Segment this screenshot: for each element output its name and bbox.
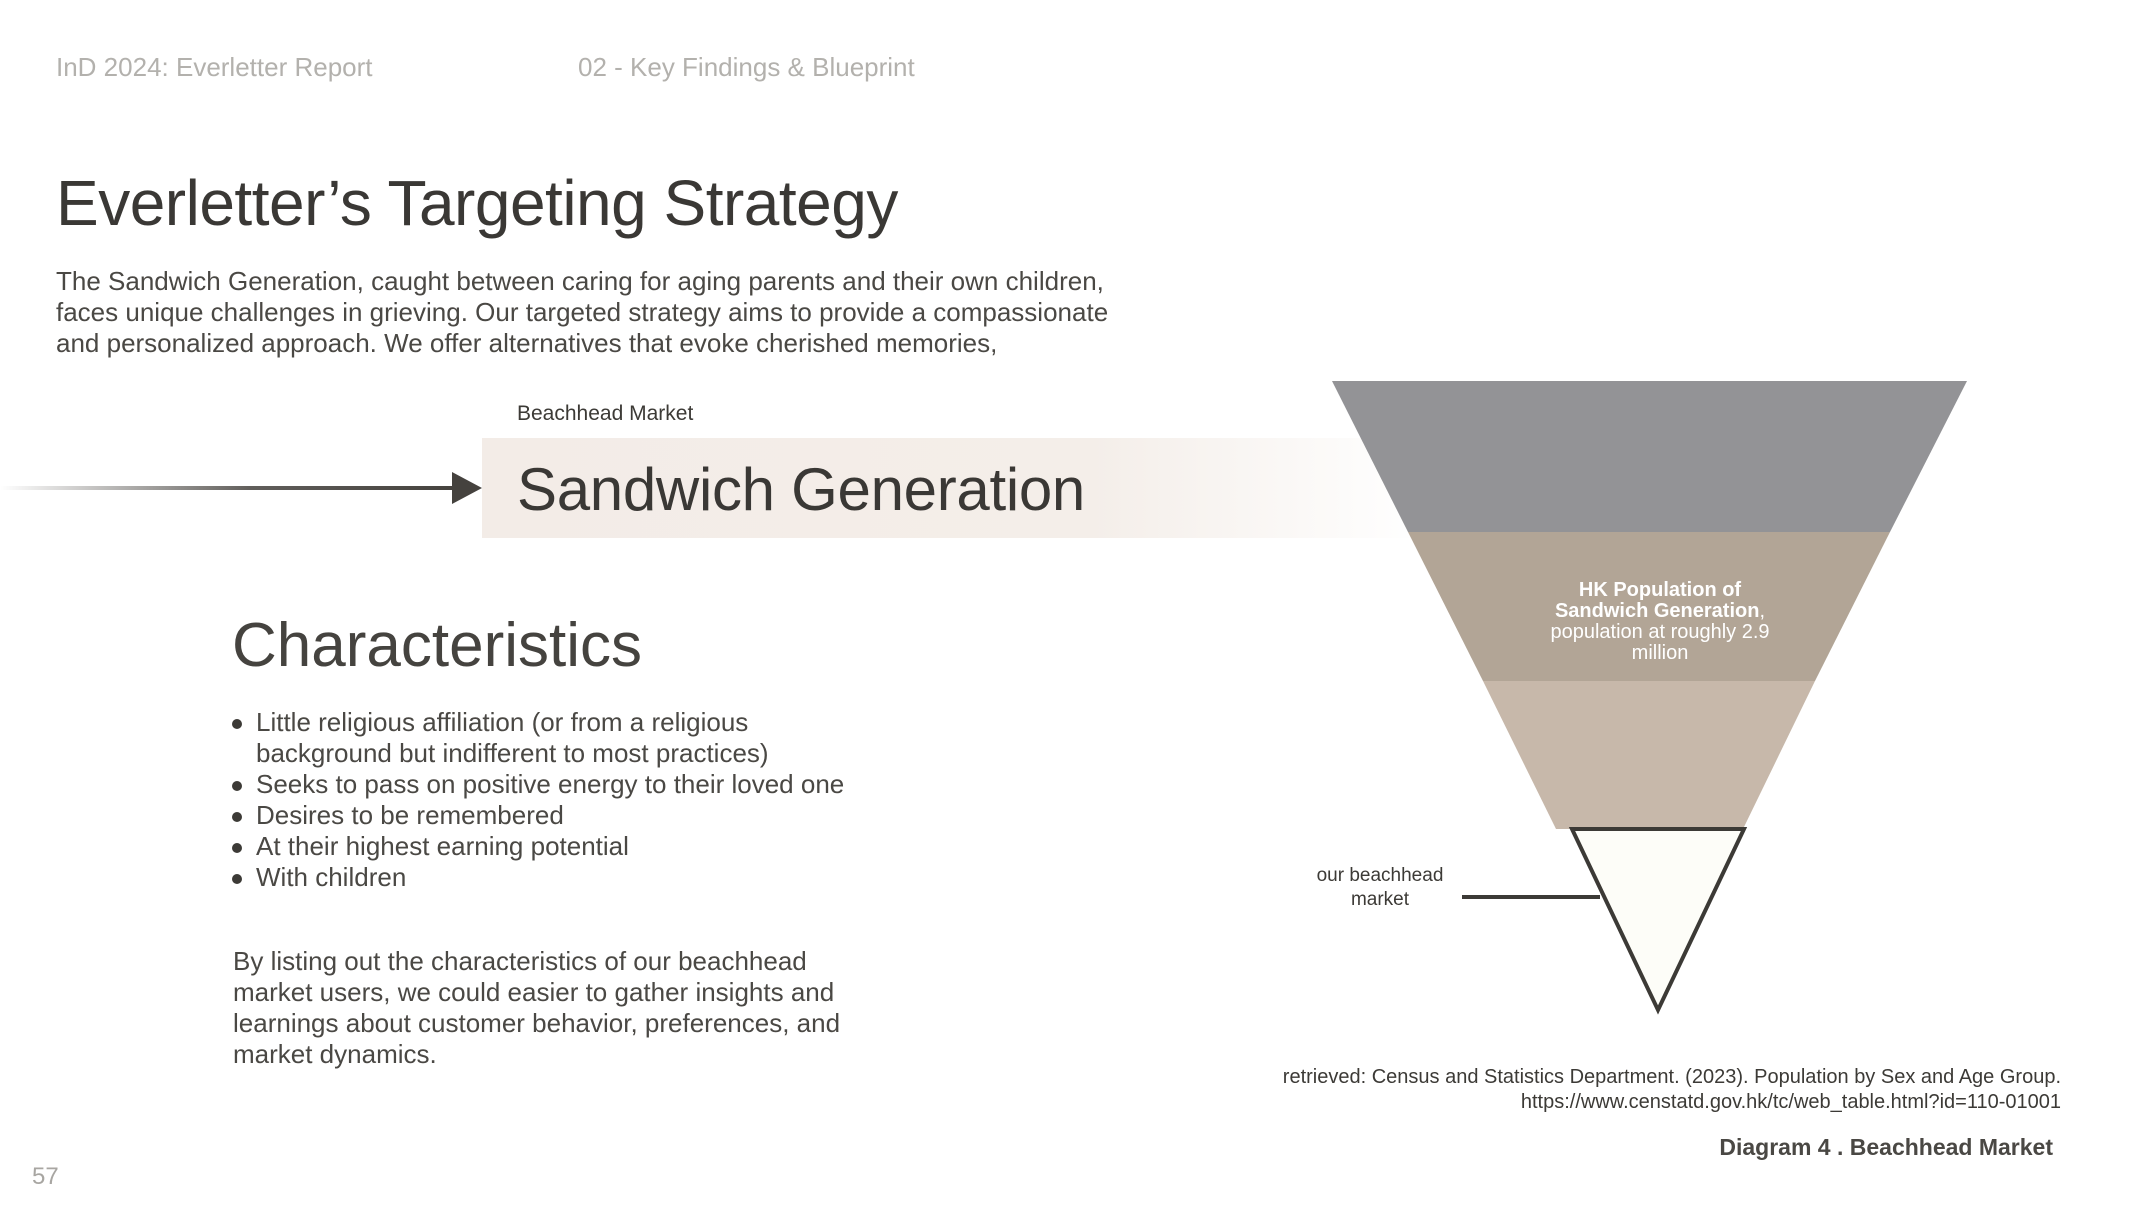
characteristics-summary: By listing out the characteristics of ou… xyxy=(233,946,841,1069)
funnel-layer-beachhead xyxy=(1568,827,1748,1015)
characteristics-heading: Characteristics xyxy=(232,611,642,680)
funnel-layer-top xyxy=(1332,381,1967,532)
sandwich-population-rest: , population at roughly 2.9 million xyxy=(1550,600,1770,664)
beachhead-callout-label: our beachhead market xyxy=(1316,865,1444,910)
funnel-layer-third xyxy=(1483,681,1815,829)
list-item: Seeks to pass on positive energy to thei… xyxy=(232,769,872,800)
sandwich-population-label: HK Population of Sandwich Generation, po… xyxy=(1530,580,1790,664)
funnel-diagram xyxy=(1332,381,1967,1015)
beachhead-market-name: Sandwich Generation xyxy=(517,456,1085,523)
report-title: InD 2024: Everletter Report xyxy=(56,52,373,82)
diagram-caption: Diagram 4 . Beachhead Market xyxy=(1719,1134,2053,1160)
characteristics-list: Little religious affiliation (or from a … xyxy=(232,707,872,893)
list-item: At their highest earning potential xyxy=(232,831,872,862)
source-citation: retrieved: Census and Statistics Departm… xyxy=(1283,1065,2061,1115)
source-line-1: retrieved: Census and Statistics Departm… xyxy=(1282,1066,2061,1088)
page-title: Everletter’s Targeting Strategy xyxy=(56,167,898,239)
intro-paragraph: The Sandwich Generation, caught between … xyxy=(56,266,1109,358)
source-line-2: https://www.censtatd.gov.hk/tc/web_table… xyxy=(1520,1091,2061,1113)
list-item: With children xyxy=(232,862,872,893)
page-number: 57 xyxy=(32,1163,59,1190)
sandwich-population-bold: HK Population of Sandwich Generation xyxy=(1554,579,1760,622)
list-item: Little religious affiliation (or from a … xyxy=(232,707,872,769)
list-item: Desires to be remembered xyxy=(232,800,872,831)
beachhead-band xyxy=(482,438,1422,538)
section-title: 02 - Key Findings & Blueprint xyxy=(578,52,915,82)
funnel-layer-sandwich-population xyxy=(1408,532,1890,681)
beachhead-label: Beachhead Market xyxy=(517,402,694,425)
pointer-arrow-icon xyxy=(0,472,482,504)
